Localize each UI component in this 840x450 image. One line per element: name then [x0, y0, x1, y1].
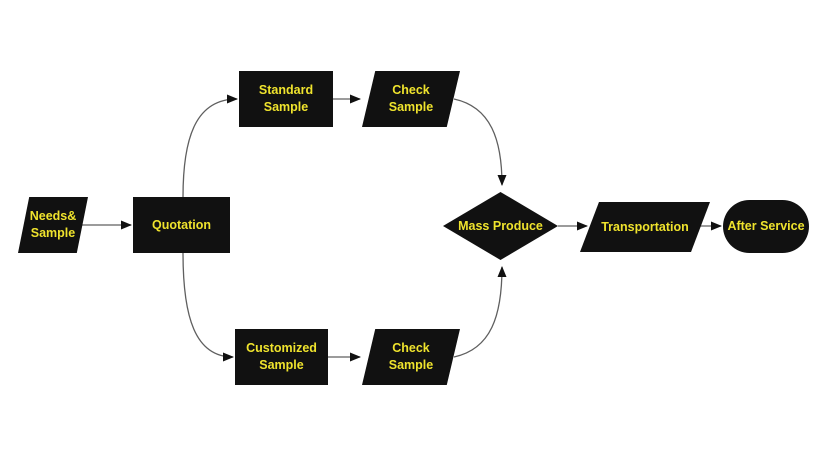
edge-check-sample-bottom-to-mass-produce	[453, 266, 507, 358]
edge-quotation-to-standard-sample	[182, 94, 238, 198]
edge-check-sample-top-to-mass-produce	[453, 98, 507, 186]
node-mass-produce-label: Mass Produce	[458, 218, 543, 233]
node-customized-sample-label: Customized Sample	[246, 341, 317, 372]
node-transportation: Transportation	[580, 202, 710, 252]
node-needs-sample: Needs& Sample	[18, 197, 88, 253]
node-check-sample-bottom: Check Sample	[362, 329, 460, 385]
node-quotation-label: Quotation	[151, 217, 211, 232]
node-standard-sample-label: Standard Sample	[258, 83, 314, 114]
node-check-sample-bottom-label: Check Sample	[388, 341, 434, 372]
node-transportation-label: Transportation	[601, 219, 689, 234]
node-check-sample-top-label: Check Sample	[388, 83, 434, 114]
node-customized-sample: Customized Sample	[235, 329, 328, 385]
edge-quotation-to-customized-sample	[182, 252, 234, 362]
node-quotation: Quotation	[133, 197, 230, 253]
node-standard-sample: Standard Sample	[239, 71, 333, 127]
node-after-service: After Service	[723, 200, 809, 253]
node-needs-sample-label: Needs& Sample	[29, 209, 77, 240]
node-check-sample-top: Check Sample	[362, 71, 460, 127]
node-after-service-label: After Service	[727, 219, 805, 234]
